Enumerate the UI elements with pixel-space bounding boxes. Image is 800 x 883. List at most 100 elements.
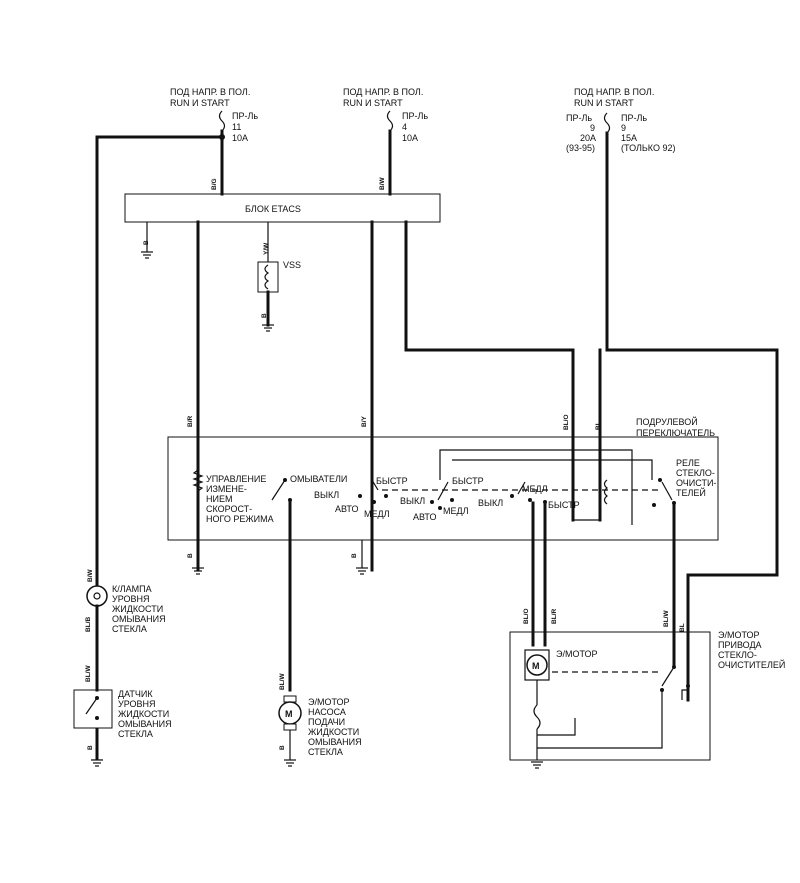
wire-label-blb: BL/B	[85, 617, 92, 632]
wire-label-bw-top: B/W	[379, 177, 386, 191]
sensor-label-1: ДАТЧИК	[118, 689, 153, 699]
wiper-motor-symbol: M	[532, 661, 540, 671]
contact	[652, 503, 656, 507]
etacs-label: БЛОК ETACS	[245, 204, 301, 214]
supply-3: ПОД НАПР. В ПОЛ. RUN И START ПР-Ль 9 20A…	[566, 87, 675, 153]
wire-label-b-vss: B	[261, 313, 268, 318]
auto-label-1: АВТО	[335, 504, 359, 514]
off-label-2: ВЫКЛ	[400, 496, 425, 506]
wiper-switch-blade-2	[437, 481, 449, 501]
washers-label: ОМЫВАТЕЛИ	[290, 474, 347, 484]
relay-label-1: РЕЛЕ	[676, 458, 700, 468]
supply-2: ПОД НАПР. В ПОЛ. RUN И START ПР-Ль 4 10A	[343, 87, 428, 143]
wiper-motor-label-2: ПРИВОДА	[718, 640, 762, 650]
vss-sensor: VSS Y/W B	[257, 222, 301, 332]
speed-ctrl-3: НИЕМ	[206, 494, 232, 504]
wiper-motor-label-1: Э/МОТОР	[718, 630, 760, 640]
ground-icon	[141, 251, 153, 259]
supply-1-fuse-amp: 10A	[232, 133, 248, 143]
slow-label-2: МЕДЛ	[443, 506, 469, 516]
switch-internal-wire	[439, 449, 633, 525]
wiper-motor-assembly: Э/МОТОР ПРИВОДА СТЕКЛО- ОЧИСТИТЕЛЕЙ BL/O…	[509, 501, 785, 769]
lamp-label-3: ЖИДКОСТИ	[112, 604, 163, 614]
wire-label-blr: BL/R	[551, 609, 558, 624]
washer-level-sensor: BL/W ДАТЧИК УРОВНЯ ЖИДКОСТИ ОМЫВАНИЯ СТЕ…	[73, 665, 172, 767]
coil-icon	[264, 264, 270, 290]
contact	[384, 494, 388, 498]
fast-label-1: БЫСТР	[376, 476, 408, 486]
pump-label-1: Э/МОТОР	[308, 697, 350, 707]
speed-ctrl-4: СКОРОСТ-	[206, 504, 252, 514]
wire-label-blw-pump: BL/W	[279, 673, 286, 690]
washer-switch-blade	[271, 479, 286, 501]
pump-label-4: ЖИДКОСТИ	[308, 727, 359, 737]
wire-label-b-sw2: B	[351, 553, 358, 558]
speed-ctrl-1: УПРАВЛЕНИЕ	[206, 474, 266, 484]
relay-label-3: ОЧИСТИ-	[676, 478, 716, 488]
off-label-1: ВЫКЛ	[314, 490, 339, 500]
wire-label-blw-motor: BL/W	[663, 610, 670, 627]
wire-label-b-sensor: B	[87, 745, 94, 750]
slow-label-1: МЕДЛ	[364, 509, 390, 519]
sensor-label-3: ЖИДКОСТИ	[118, 709, 169, 719]
park-switch-blade	[661, 666, 675, 687]
supply-2-line2: RUN И START	[343, 98, 403, 108]
supply-1: ПОД НАПР. В ПОЛ. RUN И START ПР-Ль 11 10…	[170, 87, 258, 143]
ground-icon	[192, 567, 204, 575]
wire-label-yw: Y/W	[263, 242, 270, 255]
pump-motor-symbol: M	[285, 709, 293, 719]
contact	[372, 500, 376, 504]
washer-fluid-lamp: B/W BL/B К/ЛАМПА УРОВНЯ ЖИДКОСТИ ОМЫВАНИ…	[85, 569, 166, 635]
supply-3-fuse-b-num: 9	[621, 123, 626, 133]
wiper-motor-icon	[526, 654, 548, 676]
supply-1-fuse-num: 11	[232, 122, 241, 132]
lamp-label-5: СТЕКЛА	[112, 624, 147, 634]
wire-label-b-sw1: B	[187, 553, 194, 558]
wire-label-blw-sensor: BL/W	[85, 665, 92, 682]
pump-label-2: НАСОСА	[308, 707, 346, 717]
ground-icon	[262, 324, 274, 332]
fuse-1-icon	[218, 110, 226, 132]
motor-inner-label: Э/МОТОР	[556, 649, 598, 659]
supply-1-line2: RUN И START	[170, 98, 230, 108]
supply-3-fuse-a-note: (93-95)	[566, 143, 595, 153]
sensor-label-5: СТЕКЛА	[118, 729, 153, 739]
contact	[510, 494, 514, 498]
slow-label-3: МЕДЛ	[522, 484, 548, 494]
wire-label-br: B/R	[187, 416, 194, 428]
supply-2-fuse-num: 4	[402, 122, 407, 132]
lamp-label-1: К/ЛАМПА	[112, 584, 152, 594]
switch-ground-1: B	[187, 540, 204, 575]
etacs-output-wires	[196, 220, 779, 702]
mask	[90, 760, 110, 870]
contact	[358, 494, 362, 498]
auto-label-2: АВТО	[413, 512, 437, 522]
relay-contact-blade	[661, 481, 673, 501]
wiper-motor-label-4: ОЧИСТИТЕЛЕЙ	[718, 659, 785, 670]
supply-3-line2: RUN И START	[574, 98, 634, 108]
relay-label-2: СТЕКЛО-	[676, 468, 715, 478]
supply-1-line1: ПОД НАПР. В ПОЛ.	[170, 87, 250, 97]
fuse-3-icon	[603, 112, 611, 134]
vss-label: VSS	[283, 260, 301, 270]
wiper-switch-blade-1	[371, 479, 379, 491]
pump-label-5: ОМЫВАНИЯ	[308, 737, 362, 747]
fuse-2-icon	[386, 110, 394, 132]
wire-label-bw-lamp: B/W	[87, 569, 94, 583]
ground-icon	[531, 761, 543, 769]
sensor-label-2: УРОВНЯ	[118, 699, 156, 709]
supply-3-fuse-b-note: (ТОЛЬКО 92)	[621, 143, 675, 153]
lamp-icon	[86, 585, 108, 607]
supply-3-fuse-a-num: 9	[590, 123, 595, 133]
sensor-box	[73, 689, 113, 729]
supply-3-line1: ПОД НАПР. В ПОЛ.	[574, 87, 654, 97]
wiper-motor-box	[509, 631, 711, 761]
relay-label-4: ТЕЛЕЙ	[676, 487, 706, 498]
wiper-switch-blade-3	[517, 481, 526, 495]
column-switch-block	[167, 436, 719, 541]
speed-ctrl-5: НОГО РЕЖИМА	[206, 514, 274, 524]
supply-2-line1: ПОД НАПР. В ПОЛ.	[343, 87, 423, 97]
etacs-block	[124, 193, 441, 223]
wire-label-b-pump: B	[279, 745, 286, 750]
